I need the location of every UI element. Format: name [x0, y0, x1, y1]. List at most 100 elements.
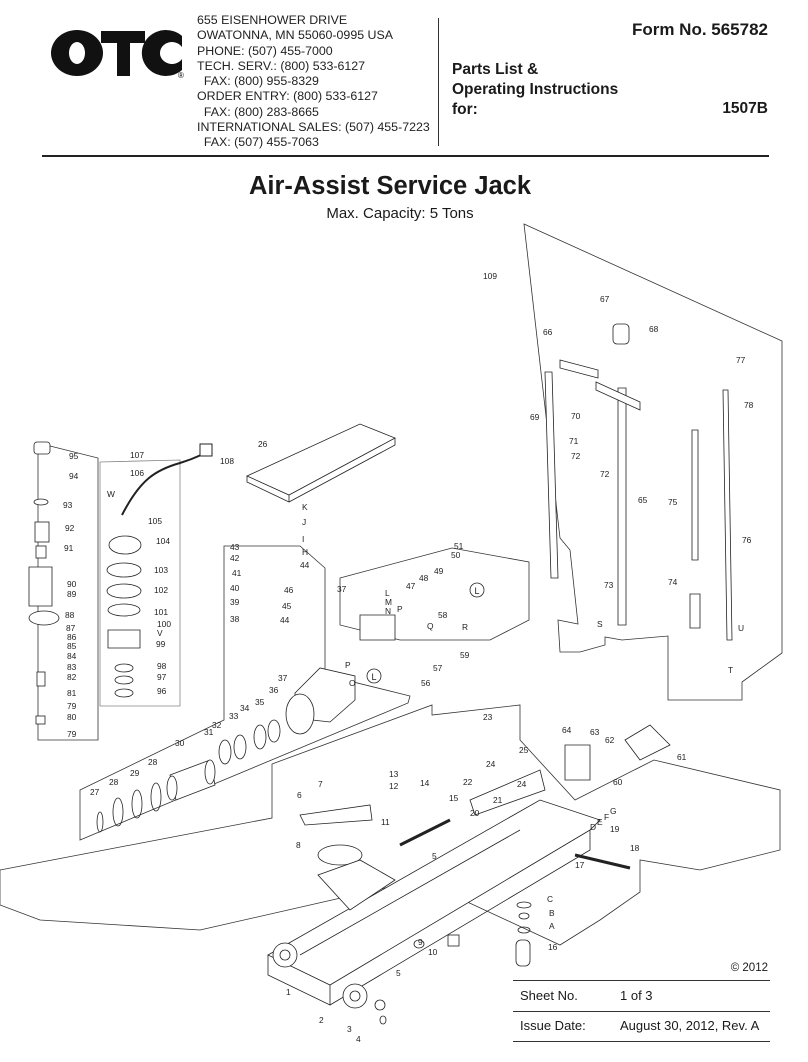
- part-label: 74: [668, 577, 678, 587]
- part-label: 106: [130, 468, 144, 478]
- part-label: 34: [240, 703, 250, 713]
- part-label: 91: [64, 543, 74, 553]
- part-label: 49: [434, 566, 444, 576]
- part-label: 107: [130, 450, 144, 460]
- part-label: 27: [90, 787, 100, 797]
- part-label: 109: [483, 271, 497, 281]
- part-label: 22: [463, 777, 473, 787]
- part-label: 17: [575, 860, 585, 870]
- copyright: © 2012: [730, 962, 768, 974]
- header-rule: [42, 155, 769, 157]
- part-label: 101: [154, 607, 168, 617]
- part-label: 26: [258, 439, 268, 449]
- part-label: 19: [610, 824, 620, 834]
- part-label: 65: [638, 495, 648, 505]
- part-label: 88: [65, 610, 75, 620]
- doc-type-line: for:: [452, 101, 478, 118]
- part-label: 47: [406, 581, 416, 591]
- part-label: 1: [286, 987, 291, 997]
- part-label: W: [107, 489, 115, 499]
- address-line: 655 EISENHOWER DRIVE: [197, 13, 348, 27]
- callout-circle: [366, 668, 382, 684]
- part-label: 38: [230, 614, 240, 624]
- part-label: A: [549, 921, 555, 931]
- model-number: 1507B: [722, 100, 768, 117]
- part-label: J: [302, 517, 306, 527]
- part-label: 31: [204, 727, 214, 737]
- part-label: 48: [419, 573, 429, 583]
- callout-markers: L L: [366, 582, 485, 684]
- part-label: 40: [230, 583, 240, 593]
- callout-circle: [469, 582, 485, 598]
- otc-logo: ®: [51, 29, 184, 80]
- part-label: 67: [600, 294, 610, 304]
- page-title: Air-Assist Service Jack: [248, 172, 532, 200]
- part-label: 70: [571, 411, 581, 421]
- address-line: OWATONNA, MN 55060-0995 USA: [197, 28, 394, 43]
- part-label: 35: [255, 697, 265, 707]
- address-line: INTERNATIONAL SALES: (507) 455-7223: [197, 120, 430, 135]
- part-label: 79: [67, 701, 77, 711]
- part-label: 72: [600, 469, 610, 479]
- doc-type-line: Parts List &: [452, 61, 539, 78]
- part-label: D: [590, 822, 596, 832]
- part-label: 93: [63, 500, 73, 510]
- pump-stack: [28, 441, 60, 725]
- part-label: O: [349, 678, 356, 688]
- table-rule: [513, 1011, 770, 1012]
- part-label: 56: [421, 678, 431, 688]
- part-label: 16: [548, 942, 558, 952]
- part-label: 95: [69, 451, 79, 461]
- part-label: G: [610, 806, 617, 816]
- part-label: 71: [569, 436, 579, 446]
- svg-text:®: ®: [178, 71, 184, 80]
- part-label: B: [549, 908, 555, 918]
- valve-block: [285, 614, 396, 735]
- part-label: 6: [297, 790, 302, 800]
- header-divider: [438, 18, 439, 146]
- address-line: FAX: (800) 283-8665: [197, 104, 319, 119]
- part-label: 21: [493, 795, 503, 805]
- part-label: 4: [356, 1034, 361, 1044]
- part-label: 92: [65, 523, 75, 533]
- part-label: 86: [67, 632, 77, 642]
- part-label: 94: [69, 471, 79, 481]
- issue-date-value: August 30, 2012, Rev. A: [620, 1018, 760, 1033]
- part-label: 87: [66, 623, 76, 633]
- part-label: 78: [744, 400, 754, 410]
- jack-frame: [267, 769, 601, 1009]
- part-label: E: [597, 817, 603, 827]
- part-label: 105: [148, 516, 162, 526]
- address-line: PHONE: (507) 455-7000: [197, 43, 333, 58]
- part-label: 89: [67, 589, 77, 599]
- part-label: 60: [613, 777, 623, 787]
- part-label: M: [385, 597, 392, 607]
- air-hose: [121, 443, 213, 516]
- part-label: 5: [396, 968, 401, 978]
- callout-label: L: [474, 586, 479, 596]
- part-label: 42: [230, 553, 240, 563]
- part-label: 32: [212, 720, 222, 730]
- callout-label: L: [371, 672, 376, 682]
- company-address: 655 EISENHOWER DRIVE OWATONNA, MN 55060-…: [197, 13, 430, 151]
- part-label: 59: [460, 650, 470, 660]
- part-label: U: [738, 623, 744, 633]
- part-label: H: [302, 547, 308, 557]
- handle-tube: [544, 323, 733, 641]
- part-label: 28: [109, 777, 119, 787]
- part-label: 44: [300, 560, 310, 570]
- part-label: N: [385, 606, 391, 616]
- part-label: 73: [604, 580, 614, 590]
- part-label: 18: [630, 843, 640, 853]
- part-label: 10: [428, 947, 438, 957]
- part-label: 100: [157, 619, 171, 629]
- part-label: R: [462, 622, 468, 632]
- part-label: 77: [736, 355, 746, 365]
- part-label: Q: [427, 621, 434, 631]
- part-label: 97: [157, 672, 167, 682]
- part-label: S: [597, 619, 603, 629]
- part-label: 41: [232, 568, 242, 578]
- part-label: V: [157, 628, 163, 638]
- part-label: 28: [148, 757, 158, 767]
